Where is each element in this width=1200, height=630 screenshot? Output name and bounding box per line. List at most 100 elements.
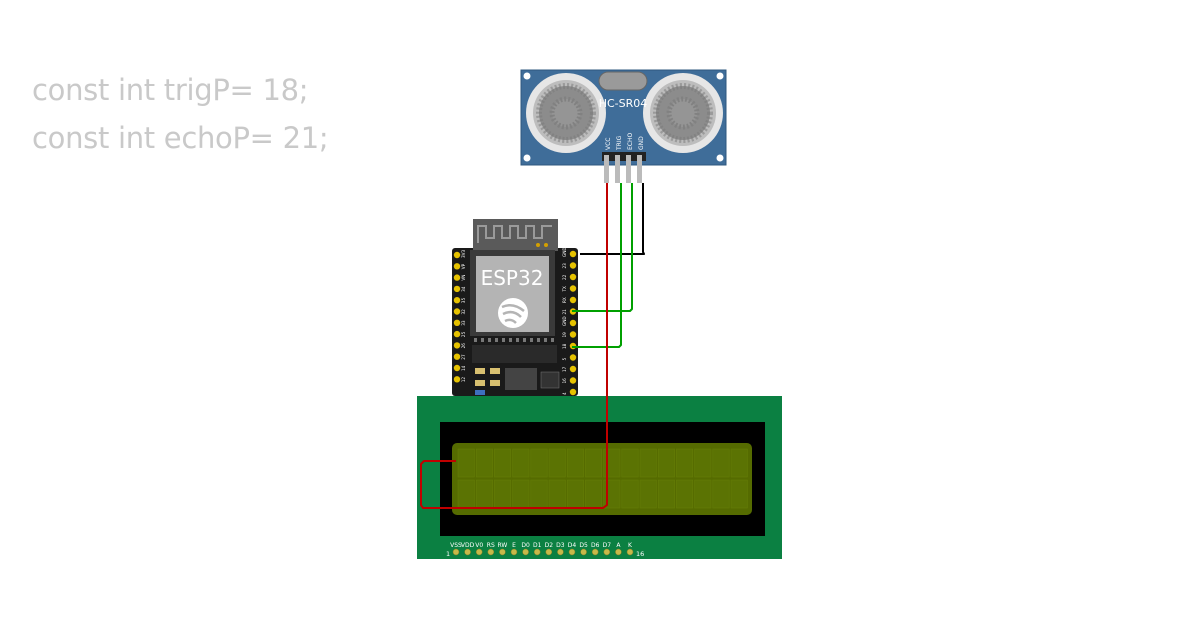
ultrasonic-sensor[interactable]: HC-SR04 VCC TRIG ECHO GND — [520, 69, 727, 183]
esp32-pin-vp[interactable] — [453, 263, 461, 270]
esp32-pin-4[interactable] — [569, 388, 577, 396]
esp32-pin-5[interactable] — [569, 354, 577, 361]
lcd-cell — [621, 479, 639, 509]
lcd-pin-label: RS — [487, 542, 495, 549]
lcd-pin-rw[interactable] — [499, 548, 506, 556]
mount-hole — [716, 72, 724, 80]
lcd-cell — [530, 448, 548, 478]
esp32-pin-34[interactable] — [453, 285, 461, 293]
lcd-pin-d1[interactable] — [533, 548, 541, 556]
sensor-header — [602, 152, 646, 161]
lcd-pin-d0[interactable] — [522, 548, 529, 556]
lcd-pin-label: RW — [497, 542, 507, 549]
wire-vcc[interactable] — [420, 183, 608, 509]
lcd-cell — [548, 479, 566, 509]
esp32-pin-label: 25 — [461, 331, 466, 337]
pin-gnd[interactable] — [637, 155, 642, 183]
esp32-pin-26[interactable] — [453, 342, 461, 349]
wire-echo[interactable] — [572, 183, 633, 312]
esp32-pin-label: TX — [562, 286, 567, 293]
antenna-trace — [477, 225, 552, 243]
lcd-pin-label: A — [616, 542, 621, 549]
esp32-pin-label: 21 — [562, 309, 567, 315]
mount-hole — [716, 154, 724, 162]
esp32-pin-label: 34 — [461, 286, 466, 292]
esp32-pin-label: GND — [562, 247, 567, 257]
lcd-pin-last-number: 16 — [636, 550, 644, 558]
lcd-cell — [639, 479, 657, 509]
lcd-pin-e[interactable] — [510, 548, 518, 556]
esp32-pin-tx[interactable] — [569, 285, 577, 292]
esp32-pin-22[interactable] — [569, 273, 577, 281]
lcd-cell — [566, 479, 584, 509]
lcd-cell — [730, 448, 748, 478]
sensor-model-label: HC-SR04 — [599, 97, 648, 110]
crystal-oscillator — [598, 71, 648, 91]
lcd-pin-vss[interactable] — [452, 548, 460, 556]
smd-part — [490, 380, 500, 386]
esp32-pin-rx[interactable] — [569, 296, 577, 304]
lcd-pin-label: D5 — [579, 542, 588, 549]
wire-gnd[interactable] — [580, 183, 645, 255]
esp32-pin-gnd[interactable] — [569, 319, 577, 327]
wire-trig[interactable] — [572, 183, 622, 348]
lcd-pin-d5[interactable] — [580, 548, 587, 556]
pin-vcc[interactable] — [604, 155, 609, 183]
esp32-pin-label: 5 — [562, 358, 567, 361]
sensor-pin-label-gnd: GND — [638, 136, 645, 150]
pin-trig[interactable] — [615, 155, 620, 183]
esp32-pin-14[interactable] — [453, 364, 461, 372]
esp32-pin-vn[interactable] — [453, 274, 461, 281]
lcd-cell — [676, 448, 694, 478]
lcd-cell — [694, 448, 712, 478]
lcd-cell — [585, 479, 603, 509]
esp32-pin-32[interactable] — [453, 308, 461, 315]
esp32-pin-19[interactable] — [569, 331, 577, 338]
esp32-pin-label: VN — [461, 275, 466, 281]
lcd-pin-label: D7 — [603, 542, 612, 549]
lcd-pin-d2[interactable] — [545, 548, 553, 556]
lcd-pin-d4[interactable] — [568, 548, 576, 556]
esp32-pin-label: 35 — [461, 298, 466, 304]
esp32-pin-12[interactable] — [453, 376, 461, 383]
esp32-pin-25[interactable] — [453, 330, 461, 338]
regulator — [505, 368, 537, 390]
esp32-pin-33[interactable] — [453, 319, 461, 326]
lcd-pin-vdd[interactable] — [464, 548, 471, 556]
sensor-pin-label-echo: ECHO — [627, 133, 634, 150]
lcd-pin-label: VDD — [461, 542, 475, 549]
esp32-pin-27[interactable] — [453, 353, 461, 360]
lcd-cell — [639, 448, 657, 478]
esp32-pin-gnd[interactable] — [569, 250, 577, 258]
mount-hole — [523, 154, 531, 162]
esp32-pin-label: 14 — [461, 365, 466, 371]
lcd-cell — [657, 479, 675, 509]
esp32-pin-label: 12 — [461, 377, 466, 383]
sensor-pin-label-vcc: VCC — [605, 138, 612, 150]
lcd-cell — [694, 479, 712, 509]
esp32-pin-35[interactable] — [453, 297, 461, 304]
transistor — [540, 371, 560, 389]
pin-echo[interactable] — [626, 155, 631, 183]
esp32-pin-3v3[interactable] — [453, 251, 461, 259]
wires — [420, 183, 645, 509]
lcd-pin-d3[interactable] — [557, 548, 564, 556]
lcd-pin-a[interactable] — [615, 548, 622, 556]
lcd-pin-d6[interactable] — [591, 548, 599, 556]
lcd-pin-label: D6 — [591, 542, 600, 549]
lcd-cell — [621, 448, 639, 478]
lcd-pin-k[interactable] — [626, 548, 634, 556]
lcd-pin-rs[interactable] — [487, 548, 495, 556]
esp32-pin-17[interactable] — [569, 365, 577, 373]
esp32-pin-16[interactable] — [569, 377, 577, 384]
esp32-pin-23[interactable] — [569, 262, 577, 269]
lcd-pin-label: VSS — [450, 542, 462, 549]
lcd-pin-d7[interactable] — [603, 548, 611, 556]
lcd-pin-v0[interactable] — [475, 548, 483, 556]
smd-part — [475, 368, 485, 374]
lcd-cell — [585, 448, 603, 478]
